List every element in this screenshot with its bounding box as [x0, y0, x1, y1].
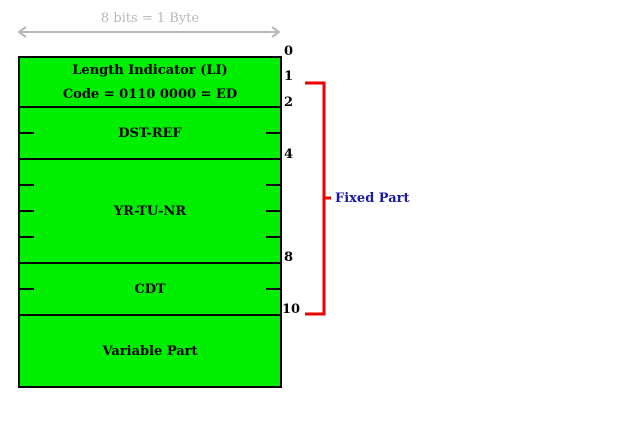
field-yr-tu-nr: YR-TU-NR	[18, 160, 282, 264]
offset-label: 1	[284, 69, 294, 84]
field-dst-ref: DST-REF	[18, 108, 282, 160]
offset-label: 0	[284, 44, 294, 59]
byte-tick	[20, 210, 34, 212]
byte-tick	[20, 132, 34, 134]
fixed-part-label: Fixed Part	[335, 191, 410, 206]
field-variable-part: Variable Part	[18, 316, 282, 388]
byte-tick	[20, 288, 34, 290]
byte-tick	[266, 132, 280, 134]
continuation-dots	[18, 346, 20, 360]
offset-label: 2	[284, 95, 294, 110]
byte-tick	[20, 236, 34, 238]
byte-width-label: 8 bits = 1 Byte	[100, 11, 200, 26]
continuation-dots	[280, 346, 282, 360]
field-label: DST-REF	[118, 125, 182, 141]
offset-label: 4	[284, 147, 294, 162]
field-code: Code = 0110 0000 = ED	[18, 82, 282, 108]
field-label: Length Indicator (LI)	[72, 62, 228, 78]
offset-label: 10	[282, 302, 301, 317]
byte-tick	[20, 184, 34, 186]
byte-tick	[266, 210, 280, 212]
field-label: CDT	[134, 281, 166, 297]
field-label: Variable Part	[102, 343, 198, 359]
byte-tick	[266, 288, 280, 290]
byte-tick	[266, 236, 280, 238]
byte-tick	[266, 184, 280, 186]
field-label: Code = 0110 0000 = ED	[62, 86, 238, 102]
field-cdt: CDT	[18, 264, 282, 316]
field-label: YR-TU-NR	[113, 203, 187, 219]
offset-label: 8	[284, 250, 294, 265]
